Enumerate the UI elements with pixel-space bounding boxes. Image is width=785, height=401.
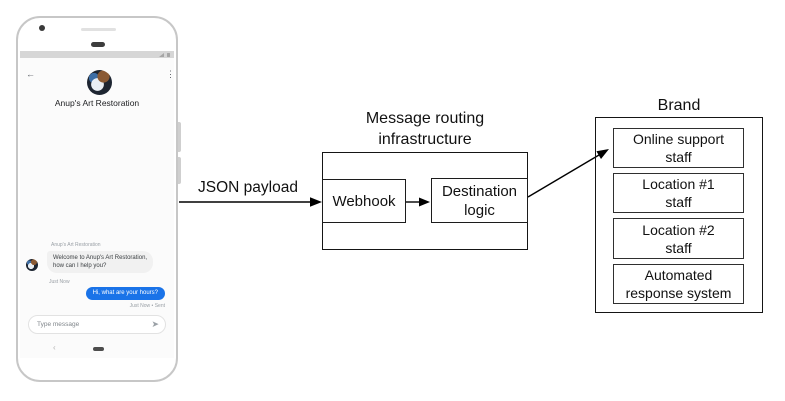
outgoing-timestamp: Just Now • Sent <box>129 303 165 309</box>
battery-icon <box>167 52 170 57</box>
send-icon[interactable]: ➤ <box>151 319 159 329</box>
nav-home-pill[interactable] <box>92 347 104 351</box>
brand-title: Brand <box>657 97 701 114</box>
signal-icon <box>159 52 164 57</box>
conversation-title: Anup's Art Restoration <box>54 98 140 108</box>
status-bar <box>20 51 174 58</box>
overflow-menu-icon[interactable]: ⋮ <box>166 69 175 79</box>
arrowhead-phone-to-webhook <box>310 197 322 207</box>
volume-button <box>178 157 181 184</box>
automated-response-system-box: Automated response system <box>613 264 744 304</box>
destination-logic-box: Destination logic <box>431 178 528 223</box>
brand-container-box <box>595 117 763 313</box>
json-payload-label: JSON payload <box>198 179 298 196</box>
incoming-message-bubble: Welcome to Anup's Art Restoration, how c… <box>47 251 154 273</box>
power-button <box>178 122 181 152</box>
messaging-screen: ← ⋮ Anup's Art Restoration Anup's Art Re… <box>20 58 175 358</box>
front-camera-icon <box>39 25 45 31</box>
outgoing-message-bubble: Hi, what are your hours? <box>85 287 165 300</box>
earpiece <box>91 42 105 47</box>
back-icon[interactable]: ← <box>26 69 35 79</box>
webhook-box: Webhook <box>322 179 406 223</box>
nav-back-icon[interactable]: ‹ <box>53 343 56 352</box>
location-1-staff-box: Location #1 staff <box>613 173 744 213</box>
sender-name-label: Anup's Art Restoration <box>51 242 101 248</box>
location-2-staff-box: Location #2 staff <box>613 218 744 259</box>
message-composer[interactable]: ➤ <box>28 315 166 334</box>
speaker-grille <box>81 28 116 31</box>
incoming-timestamp: Just Now <box>49 279 70 285</box>
message-input[interactable] <box>37 321 152 328</box>
routing-title: Message routing infrastructure <box>365 110 485 148</box>
phone-mockup: ← ⋮ Anup's Art Restoration Anup's Art Re… <box>16 16 181 382</box>
business-avatar <box>87 70 112 95</box>
online-support-staff-box: Online support staff <box>613 128 744 168</box>
arrow-destination-to-brand <box>527 154 600 198</box>
message-avatar <box>26 259 38 271</box>
